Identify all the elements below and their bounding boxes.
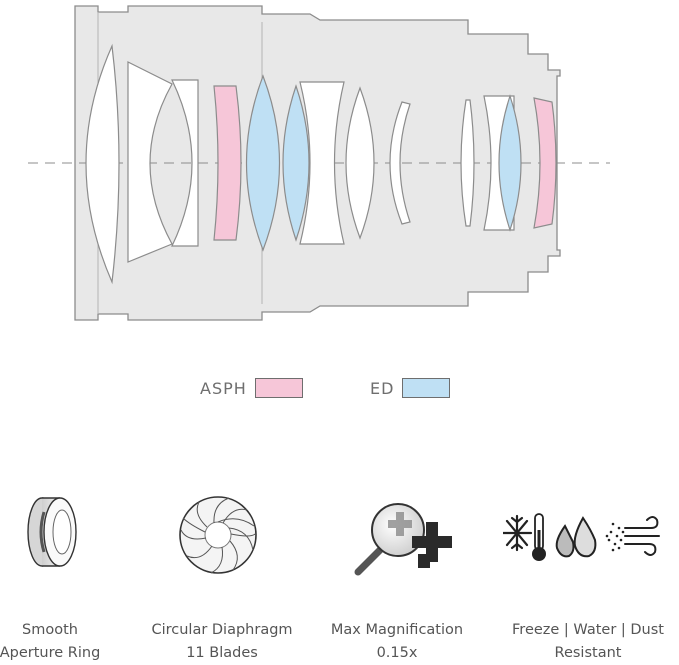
lens-element-2 bbox=[127, 61, 173, 263]
feature-caption-line2: Aperture Ring bbox=[0, 645, 101, 661]
legend-asph: ASPH bbox=[200, 376, 303, 400]
lens-element-3 bbox=[171, 79, 199, 247]
lens-element-9 bbox=[389, 101, 411, 225]
feature-caption-aperture-ring: Smooth Aperture Ring bbox=[0, 619, 135, 665]
lens-element-8 bbox=[345, 86, 375, 240]
weather-resistance-icon bbox=[503, 513, 660, 561]
feature-caption-diaphragm: Circular Diaphragm 11 Blades bbox=[137, 619, 307, 665]
lens-element-12-ed bbox=[498, 94, 522, 232]
legend-ed-label: ED bbox=[370, 378, 395, 398]
diaphragm-icon bbox=[179, 496, 257, 574]
feature-caption-line1: Circular Diaphragm bbox=[151, 622, 293, 638]
feature-caption-line1: Smooth bbox=[22, 622, 78, 638]
feature-caption-magnification: Max Magnification 0.15x bbox=[312, 619, 482, 665]
wind-dust-icon bbox=[605, 522, 625, 552]
feature-caption-weather: Freeze | Water | Dust Resistant bbox=[497, 619, 679, 665]
snowflake-icon bbox=[503, 514, 533, 552]
lens-element-4-asph bbox=[213, 85, 242, 241]
lens-element-6-ed bbox=[282, 84, 310, 242]
feature-caption-line1: Max Magnification bbox=[330, 622, 464, 638]
aperture-ring-icon bbox=[27, 497, 77, 567]
legend-ed-swatch bbox=[402, 378, 451, 398]
legend-asph-swatch bbox=[254, 378, 303, 398]
feature-caption-line2: 11 Blades bbox=[186, 645, 258, 661]
lens-element-10 bbox=[460, 99, 475, 227]
feature-caption-line2: Resistant bbox=[554, 645, 622, 661]
lens-element-1 bbox=[85, 43, 120, 285]
lens-element-7 bbox=[299, 81, 345, 245]
magnifier-icon bbox=[354, 503, 452, 576]
feature-caption-line1: Freeze | Water | Dust bbox=[512, 622, 664, 638]
legend-asph-label: ASPH bbox=[200, 378, 247, 398]
lens-element-13-asph bbox=[533, 97, 557, 229]
legend-ed: ED bbox=[370, 376, 451, 400]
feature-caption-line2: 0.15x bbox=[376, 645, 418, 661]
thermometer-icon bbox=[532, 513, 546, 561]
lens-element-5-ed bbox=[245, 74, 281, 252]
lens-cross-section-diagram bbox=[28, 5, 610, 321]
water-drops-icon bbox=[555, 516, 597, 558]
